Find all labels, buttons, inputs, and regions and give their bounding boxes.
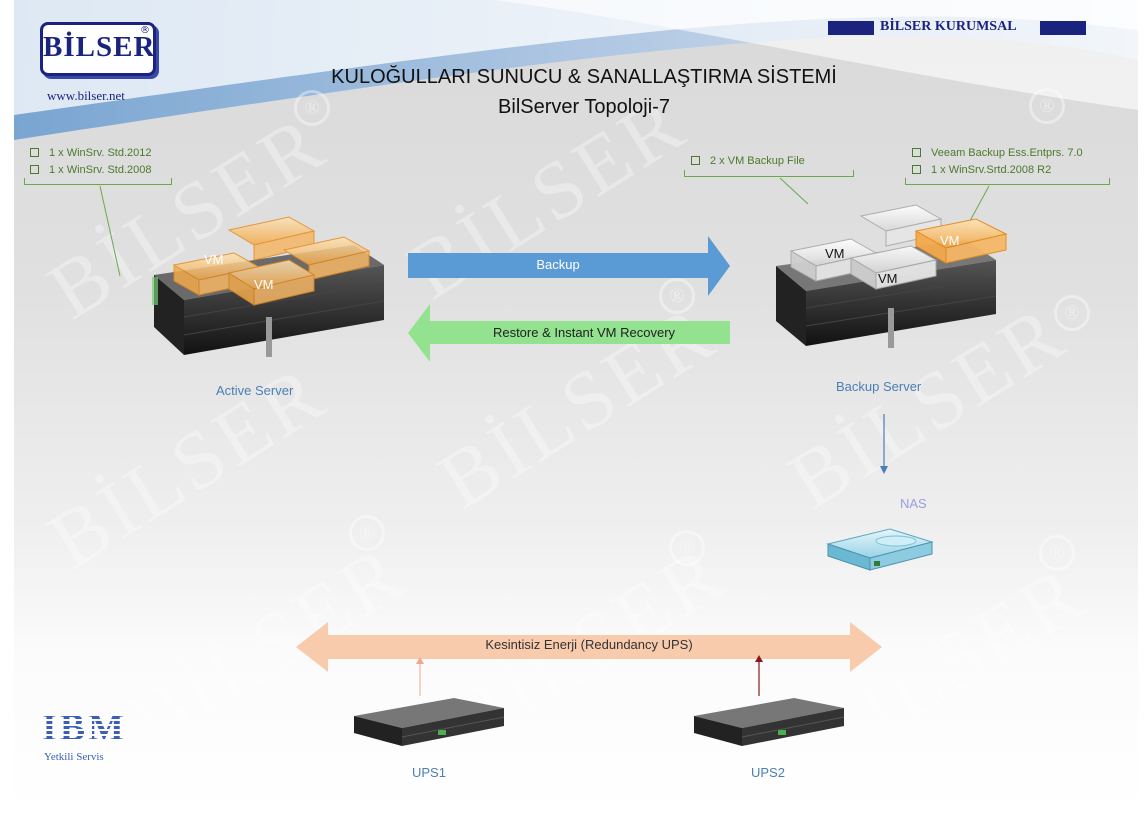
vm-label: VM xyxy=(825,246,845,261)
nas-drive-icon[interactable] xyxy=(820,524,938,576)
spec-text: 1 x WinSrv. Std.2012 xyxy=(49,147,152,159)
watermark-reg: ® xyxy=(294,90,330,126)
watermark-reg: ® xyxy=(1054,295,1090,331)
ups2-up-arrow xyxy=(755,655,763,696)
spec-bracket xyxy=(684,170,854,177)
vm-label: VM xyxy=(878,271,898,286)
vm-label: VM xyxy=(254,277,274,292)
checkbox-icon xyxy=(691,156,700,165)
spec-item: Veeam Backup Ess.Entprs. 7.0 xyxy=(912,147,1083,159)
corporate-label: BİLSER KURUMSAL xyxy=(880,19,1017,34)
restore-arrow xyxy=(408,304,730,362)
backup-arrow-label: Backup xyxy=(536,257,580,272)
logo-text: BİLSER xyxy=(43,31,156,63)
backup-arrow xyxy=(408,236,730,296)
spec-text: 1 x WinSrv. Std.2008 xyxy=(49,164,152,176)
website-link[interactable]: www.bilser.net xyxy=(47,88,125,103)
watermark-text: BİLSER xyxy=(32,346,342,587)
ibm-logo: IBM xyxy=(42,707,127,749)
spec-item: 1 x WinSrv. Std.2012 xyxy=(30,147,152,159)
checkbox-icon xyxy=(30,165,39,174)
watermark-reg: ® xyxy=(669,530,705,566)
callout-line xyxy=(99,185,121,277)
ups1-up-arrow xyxy=(416,657,424,696)
energy-double-arrow xyxy=(296,622,882,672)
corporate-bar-left xyxy=(828,21,874,35)
checkbox-icon xyxy=(912,148,921,157)
spec-text: 2 x VM Backup File xyxy=(710,155,805,167)
bilser-logo[interactable]: BİLSER ® xyxy=(40,22,156,76)
corporate-bar-right xyxy=(1040,21,1086,35)
watermark-reg: ® xyxy=(659,278,695,314)
restore-arrow-label: Restore & Instant VM Recovery xyxy=(492,325,676,340)
header-swoosh xyxy=(14,0,1138,140)
logo-reg-mark: ® xyxy=(140,25,150,36)
spec-bracket xyxy=(905,178,1110,185)
nas-label: NAS xyxy=(900,496,927,511)
spec-text: Veeam Backup Ess.Entprs. 7.0 xyxy=(931,147,1083,159)
ups1-device-icon[interactable] xyxy=(350,690,508,750)
active-server-icon[interactable] xyxy=(144,205,404,365)
watermark-reg: ® xyxy=(1029,88,1065,124)
watermark-reg: ® xyxy=(1039,535,1075,571)
ibm-caption: Yetkili Servis xyxy=(44,751,104,763)
vm-label: VM xyxy=(204,252,224,267)
nas-down-arrow xyxy=(880,414,888,474)
spec-text: 1 x WinSrv.Srtd.2008 R2 xyxy=(931,164,1052,176)
active-server-label: Active Server xyxy=(216,383,294,398)
diagram-canvas: BİLSER BİLSER BİLSER BİLSER BİLSER BİLSE… xyxy=(14,0,1138,815)
page-title: KULOĞULLARI SUNUCU & SANALLAŞTIRMA SİSTE… xyxy=(331,66,837,88)
backup-server-icon[interactable] xyxy=(766,196,1011,361)
spec-bracket xyxy=(24,178,172,185)
backup-server-label: Backup Server xyxy=(836,379,922,394)
vm-label: VM xyxy=(940,233,960,248)
energy-arrow-label: Kesintisiz Enerji (Redundancy UPS) xyxy=(485,637,693,652)
spec-item: 1 x WinSrv. Std.2008 xyxy=(30,164,152,176)
spec-item: 1 x WinSrv.Srtd.2008 R2 xyxy=(912,164,1051,176)
checkbox-icon xyxy=(912,165,921,174)
spec-item: 2 x VM Backup File xyxy=(691,155,805,167)
watermark-reg: ® xyxy=(349,515,385,551)
checkbox-icon xyxy=(30,148,39,157)
callout-line xyxy=(779,177,809,205)
ups2-label: UPS2 xyxy=(751,765,785,780)
page-subtitle: BilServer Topoloji-7 xyxy=(498,96,670,118)
ups2-device-icon[interactable] xyxy=(690,690,848,750)
ups1-label: UPS1 xyxy=(412,765,446,780)
